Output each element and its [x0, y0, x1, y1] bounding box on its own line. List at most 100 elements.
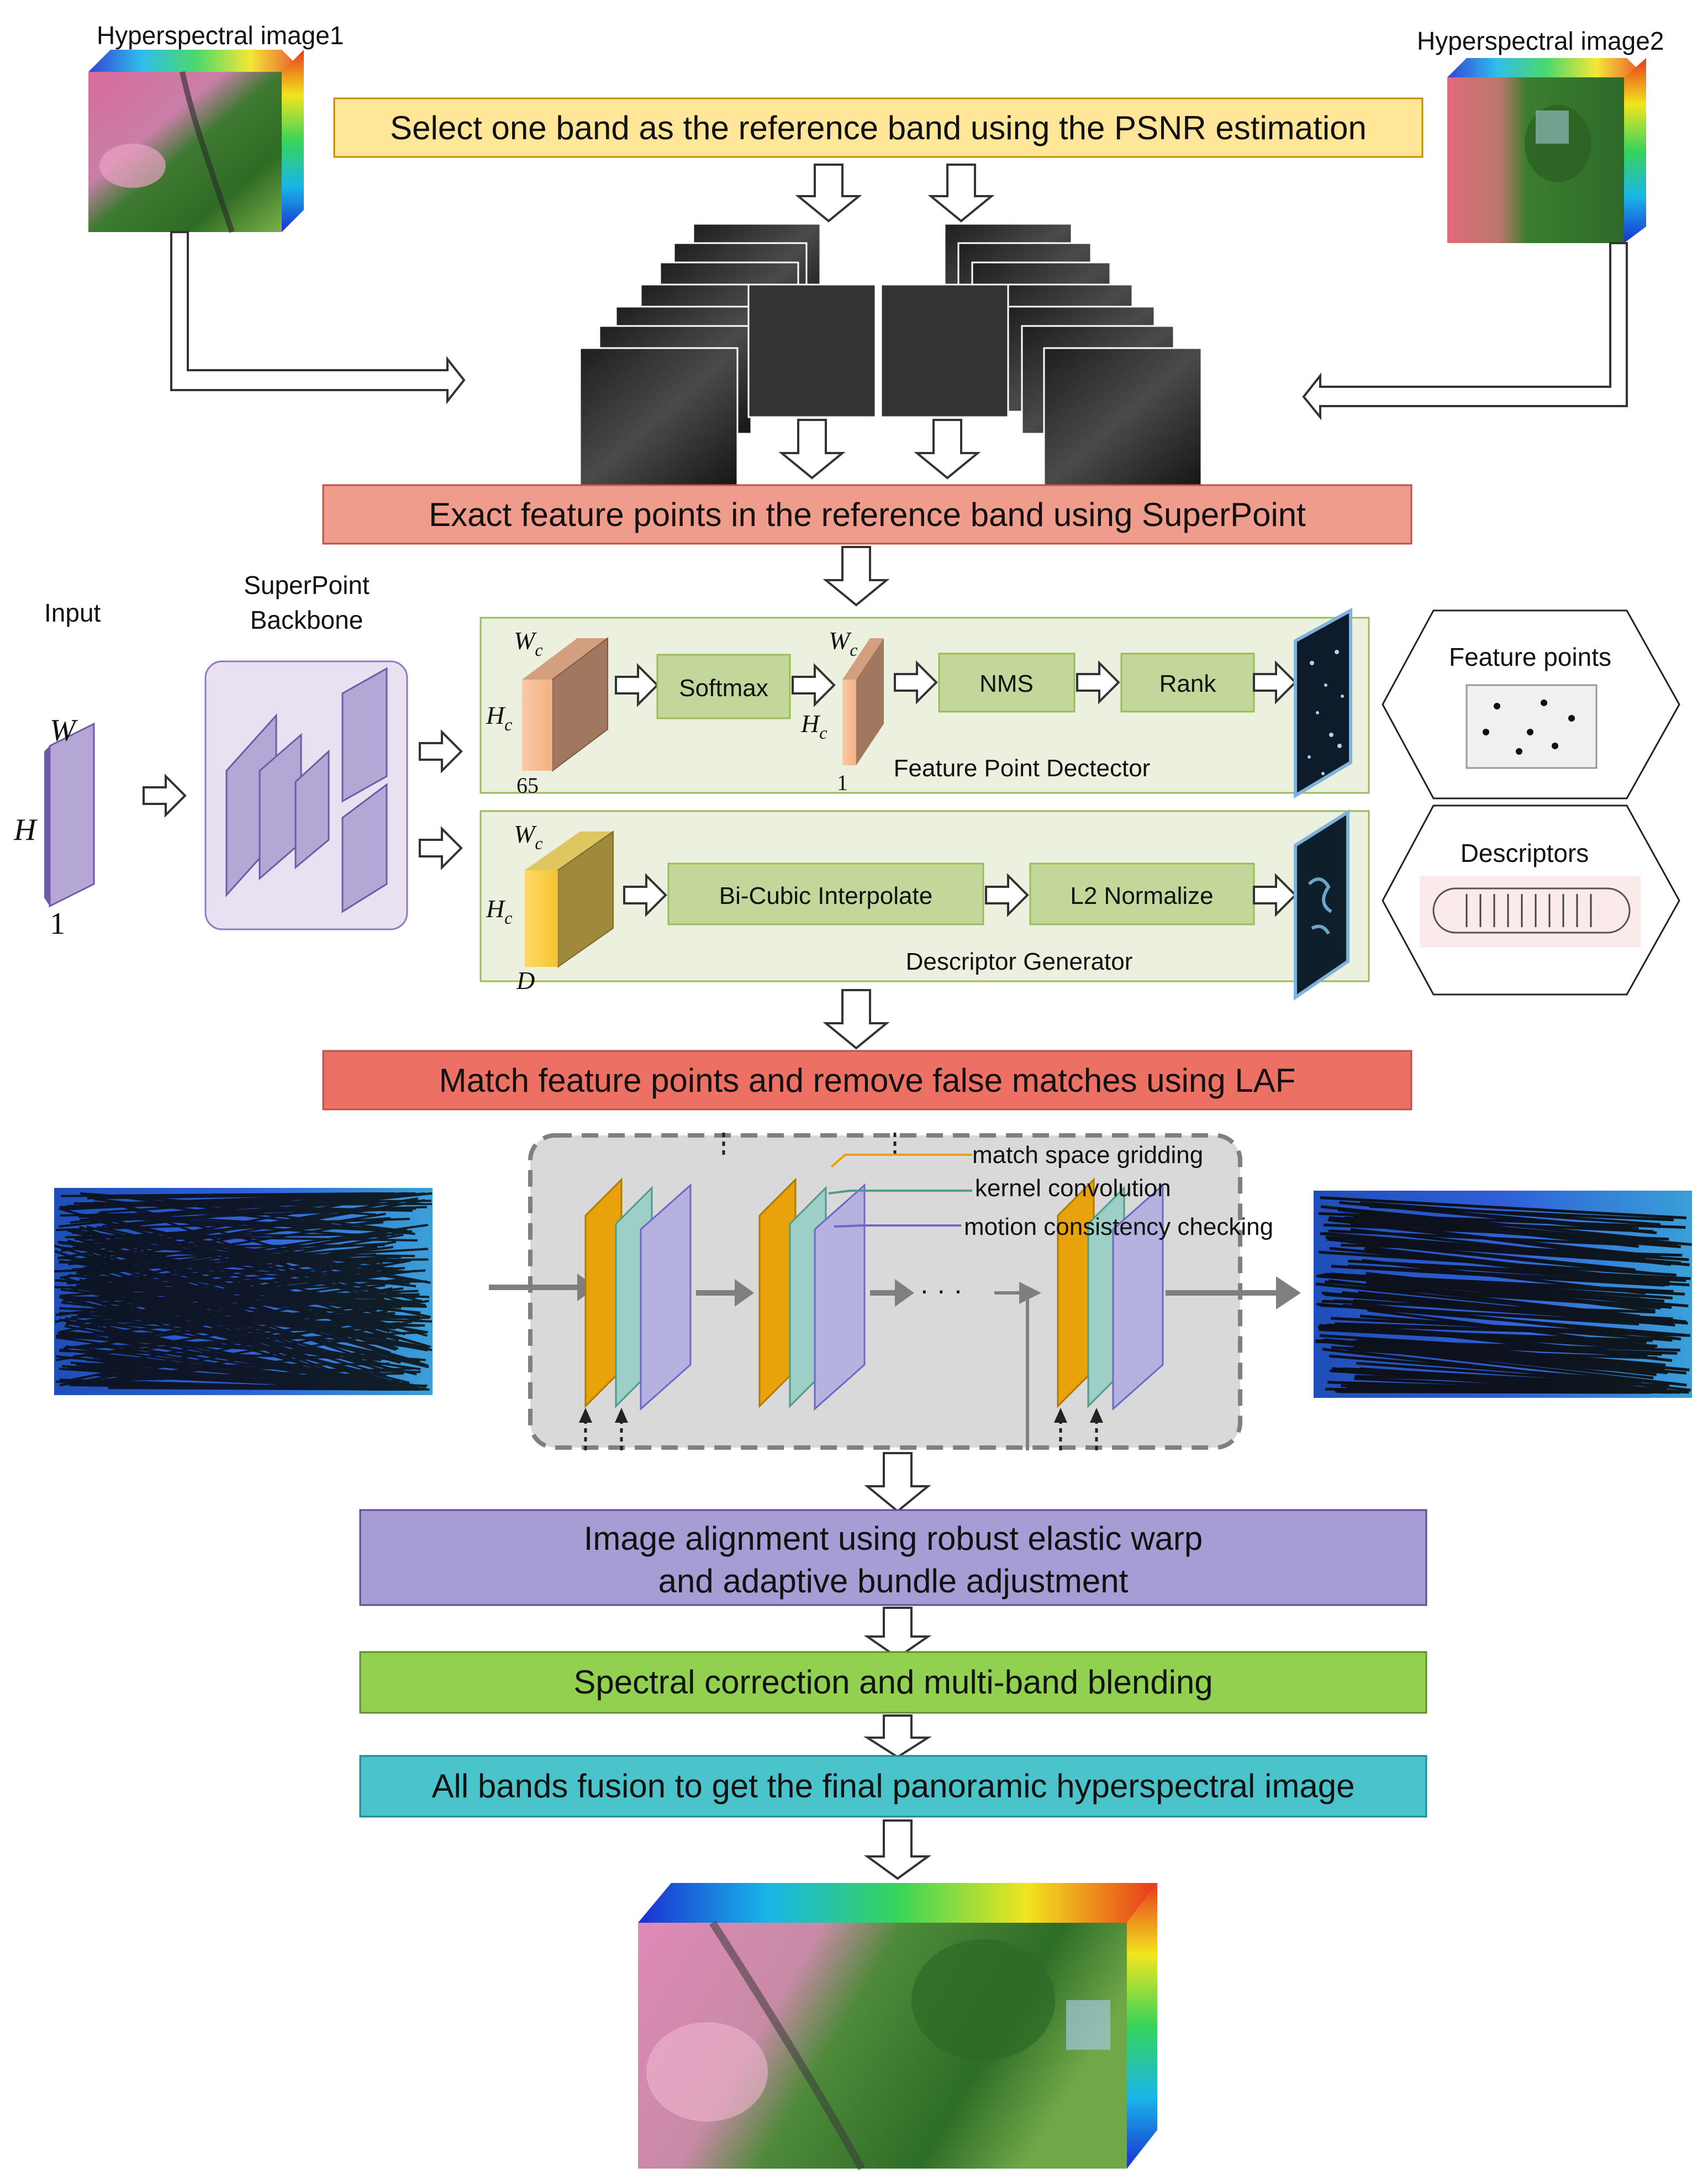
rank-op: [1120, 653, 1255, 713]
match-line: [1364, 1246, 1643, 1281]
nms-label: NMS: [979, 670, 1034, 697]
image1-label: Hyperspectral image1: [97, 21, 344, 50]
final-panoramic-cube: [638, 1883, 1157, 2171]
detector-hc: Hc: [486, 701, 512, 734]
match-line: [1360, 1201, 1661, 1226]
final-cube-top: [638, 1883, 1157, 1923]
match-line: [1332, 1367, 1689, 1394]
match-line: [1363, 1325, 1648, 1357]
match-line: [55, 1300, 429, 1361]
backbone-line2: Backbone: [250, 606, 363, 634]
match-line: [61, 1350, 377, 1386]
arrow-to-keypoint-map: [1253, 660, 1297, 704]
arrow-to-norm: [985, 873, 1029, 917]
step2-box: Exact feature points in the reference ba…: [322, 484, 1412, 545]
descriptor-panel: Descriptor Generator Wc Hc D Bi-Cubic In…: [479, 809, 1370, 1001]
detector-channels-in: 65: [516, 773, 539, 798]
descriptor-tensor-front: [525, 870, 558, 967]
step4-down-arrow: [863, 1607, 932, 1659]
hyperspectral-image1: Hyperspectral image1: [88, 21, 344, 233]
arrow-to-softmax: [615, 663, 659, 707]
match-line: [1343, 1303, 1640, 1325]
detector-title: Feature Point Dectector: [894, 755, 1151, 782]
match-line: [108, 1337, 426, 1361]
match-line: [1341, 1384, 1672, 1394]
match-line: [67, 1258, 400, 1285]
step1-down-arrows: [795, 164, 995, 223]
band-stack-left: [579, 223, 877, 487]
laf-down-arrow: [864, 1452, 931, 1513]
match-line: [1316, 1302, 1685, 1337]
image2-label: Hyperspectral image2: [1417, 27, 1664, 55]
heatmap-hc: Hc: [800, 709, 827, 743]
legend-gridding: match space gridding: [972, 1141, 1203, 1169]
match-line: [1320, 1205, 1640, 1239]
arrow-to-heatmap: [792, 663, 836, 707]
hyperspectral-image2: Hyperspectral image2: [1417, 27, 1664, 243]
step1-box: Select one band as the reference band us…: [333, 97, 1424, 158]
band-stack-right: [880, 223, 1203, 487]
source-to-bands-arrows: [170, 231, 1628, 420]
match-line: [89, 1193, 391, 1303]
arrow-to-rank: [1076, 660, 1120, 704]
step3-text: Match feature points and remove false ma…: [439, 1062, 1296, 1099]
step6-text: All bands fusion to get the final panora…: [432, 1767, 1355, 1805]
reference-band-right: [880, 283, 1009, 418]
input-w: W: [50, 713, 78, 748]
putative-matches-image: [54, 1188, 433, 1395]
step5-box: Spectral correction and multi-band blend…: [359, 1651, 1427, 1714]
norm-label: L2 Normalize: [1070, 882, 1213, 909]
match-line: [91, 1282, 381, 1384]
match-line: [89, 1246, 431, 1348]
match-line: [1328, 1279, 1640, 1318]
match-line: [1355, 1339, 1680, 1352]
step4-line2: and adaptive bundle adjustment: [658, 1563, 1129, 1600]
match-line: [71, 1248, 429, 1271]
match-line: [1324, 1223, 1669, 1241]
step2-down-arrow: [823, 546, 890, 607]
match-line: [110, 1238, 377, 1265]
match-line: [62, 1192, 405, 1209]
match-line: [1329, 1369, 1638, 1392]
cube1-top: [88, 50, 304, 72]
match-line: [1348, 1240, 1667, 1265]
keypoint-map: [1294, 607, 1352, 799]
match-line: [93, 1192, 377, 1197]
match-line: [1322, 1348, 1659, 1388]
step5-down-arrow: [863, 1714, 932, 1759]
match-line: [65, 1317, 421, 1371]
match-line: [1352, 1340, 1648, 1356]
match-line: [1347, 1264, 1690, 1287]
cube2-side: [1624, 58, 1646, 243]
match-line: [68, 1199, 425, 1263]
reference-band-left: [747, 283, 877, 418]
final-cube-side: [1127, 1883, 1157, 2169]
input-h: H: [13, 813, 38, 847]
input-to-backbone-arrow: [143, 774, 187, 818]
descriptor-map: [1294, 809, 1349, 1001]
rank-label: Rank: [1159, 670, 1217, 697]
detector-tensor-front: [522, 680, 552, 771]
step6-box: All bands fusion to get the final panora…: [359, 1755, 1427, 1818]
backbone-to-heads-arrows: [419, 729, 463, 870]
match-line: [65, 1233, 395, 1239]
arrow-image2-to-bands: [1302, 242, 1628, 420]
interp-op: [667, 862, 984, 925]
match-line: [1339, 1201, 1639, 1230]
input-c: 1: [50, 907, 65, 941]
cube2-top: [1447, 58, 1646, 77]
descriptors-label: Descriptors: [1461, 839, 1589, 867]
match-line: [96, 1261, 391, 1354]
detector-panel: Feature Point Dectector Wc Hc 65 Softmax…: [479, 607, 1370, 799]
arrow-to-nms: [894, 660, 938, 704]
match-line: [1358, 1291, 1673, 1325]
match-line: [97, 1193, 412, 1233]
descriptor-title: Descriptor Generator: [906, 948, 1133, 975]
refined-matches-image: [1314, 1191, 1692, 1398]
superpoint-input: Input W H 1: [13, 598, 101, 941]
feature-points-hexagon: Feature points: [1382, 609, 1680, 799]
superpoint-down-arrow: [823, 989, 890, 1050]
interp-label: Bi-Cubic Interpolate: [719, 882, 932, 909]
descriptor-hc: Hc: [486, 895, 512, 928]
